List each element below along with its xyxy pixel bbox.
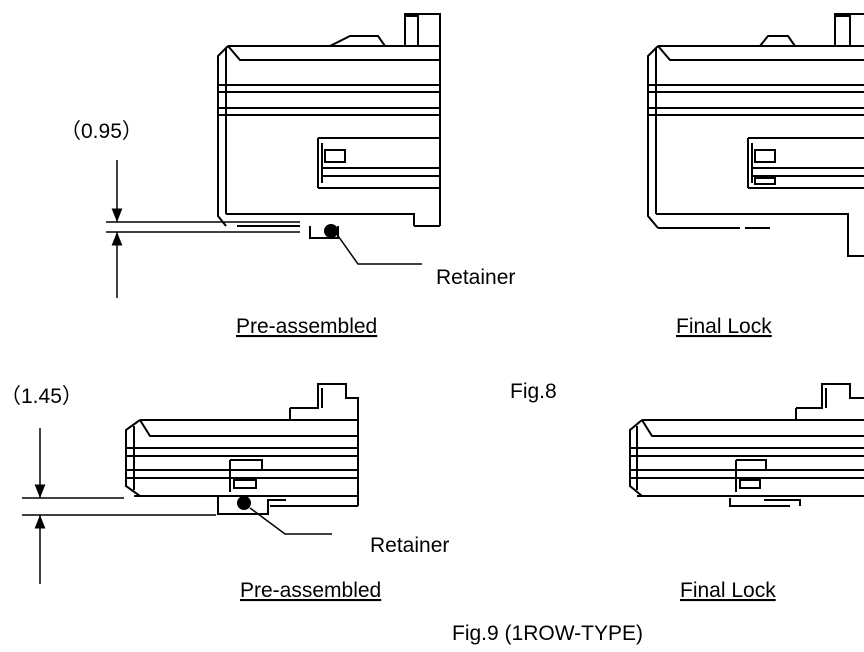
fig9-caption: Fig.9 (1ROW-TYPE) — [452, 622, 643, 645]
fig8-dimension — [106, 160, 300, 298]
fig8-caption: Fig.8 — [510, 380, 557, 403]
fig9-pre-assembled-caption: Pre-assembled — [240, 579, 381, 602]
fig8-final-lock-caption: Final Lock — [676, 315, 772, 338]
fig9-retainer-label: Retainer — [370, 534, 449, 557]
fig9-final-lock-caption: Final Lock — [680, 579, 776, 602]
fig8-pre-assembled-connector — [217, 13, 441, 239]
fig9-dimension — [22, 428, 216, 584]
fig9-dimension-label: （1.45） — [0, 385, 83, 408]
fig8-retainer-leader — [335, 232, 422, 265]
fig8-dimension-label: （0.95） — [60, 120, 143, 143]
fig9-retainer-leader — [249, 507, 332, 535]
fig8-retainer-label: Retainer — [436, 266, 515, 289]
fig9-final-lock-connector — [629, 383, 864, 507]
fig8-final-lock-connector — [647, 13, 864, 257]
fig8-retainer-dot — [324, 224, 338, 238]
fig9-pre-assembled-connector — [125, 383, 359, 515]
fig8-pre-assembled-caption: Pre-assembled — [236, 315, 377, 338]
fig9-retainer-dot — [237, 496, 251, 510]
